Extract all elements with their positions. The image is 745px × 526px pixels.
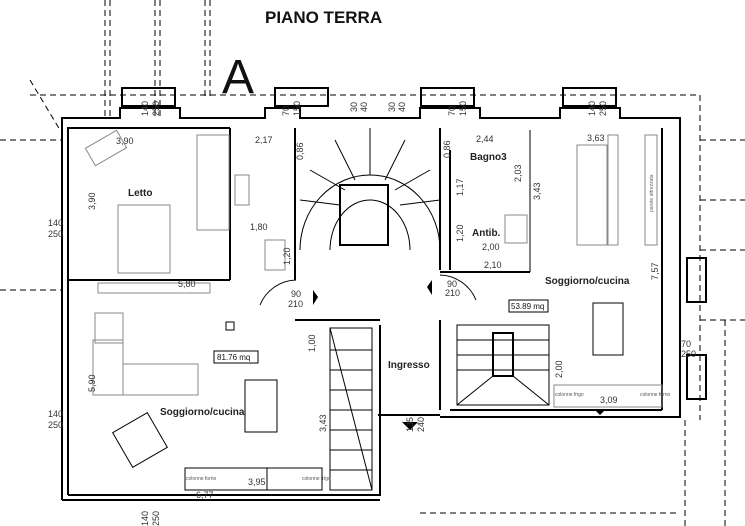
dim: 250	[598, 101, 608, 116]
dim: 250	[48, 229, 63, 239]
area-box-right	[508, 299, 549, 313]
dim: 70	[681, 339, 691, 349]
room-label-soggiorno-left: Soggiorno/cucina	[160, 407, 245, 418]
dim: 7,57	[650, 262, 660, 280]
dim: 3,90	[116, 136, 134, 146]
dim: 1,17	[455, 178, 465, 196]
dim: 70	[447, 106, 457, 116]
room-label-soggiorno-right: Soggiorno/cucina	[545, 276, 630, 287]
dim: 2,17	[255, 135, 273, 145]
kitchen-label: colonne forno	[640, 392, 671, 398]
dim: 140	[48, 409, 63, 419]
furniture	[84, 129, 663, 491]
kitchen-label: colonne frigo	[555, 392, 584, 398]
parete-attrezzata-label: parete attrezzata	[649, 174, 655, 212]
window-markers	[121, 87, 707, 400]
area-box-left	[213, 350, 259, 364]
dim: 250	[151, 101, 161, 116]
kitchen-label: colonne forno	[186, 476, 217, 482]
area-left: 81.76 mq	[217, 353, 250, 362]
dim: 210	[445, 288, 460, 298]
dim: 40	[359, 102, 369, 112]
dim: 3,43	[318, 414, 328, 432]
room-label-letto: Letto	[128, 188, 152, 199]
dim: 2,03	[513, 164, 523, 182]
dim: 40	[397, 102, 407, 112]
room-label-ingresso: Ingresso	[388, 360, 430, 371]
dim: 70	[281, 106, 291, 116]
dim: 1,00	[307, 334, 317, 352]
area-right: 53.89 mq	[511, 302, 544, 311]
dim: 90	[447, 279, 457, 289]
dim: 1,20	[282, 247, 292, 265]
dim: 2,44	[476, 134, 494, 144]
dim: 140	[140, 101, 150, 116]
dim: 135	[405, 417, 415, 432]
dim: 3,95	[248, 477, 266, 487]
door-swings	[259, 274, 605, 430]
plan-title: PIANO TERRA	[265, 8, 382, 27]
dim: 30	[387, 102, 397, 112]
spiral-staircase	[299, 128, 441, 251]
dim: 150	[458, 101, 468, 116]
section-letter: A	[222, 51, 254, 104]
dim: 140	[587, 101, 597, 116]
dim: 2,00	[482, 242, 500, 252]
left-staircase	[329, 327, 373, 491]
room-label-bagno3: Bagno3	[470, 152, 507, 163]
dim: 90	[291, 289, 301, 299]
dim: 0,86	[442, 140, 452, 158]
dim: 250	[48, 420, 63, 430]
interior-walls	[68, 128, 531, 416]
dim: 1,80	[250, 222, 268, 232]
dim: 250	[151, 511, 161, 526]
dim: 3,43	[532, 182, 542, 200]
dim: 3,90	[87, 192, 97, 210]
dim: 140	[140, 511, 150, 526]
dim: 6,77	[196, 490, 214, 500]
dim: 150	[292, 101, 302, 116]
room-label-antib: Antib.	[472, 228, 501, 239]
kitchen-label: colonne frigo	[302, 476, 331, 482]
dim: 3,09	[600, 395, 618, 405]
dim: 240	[416, 417, 426, 432]
dim: 3,63	[587, 133, 605, 143]
dim: 2,00	[554, 360, 564, 378]
dim: 210	[288, 299, 303, 309]
dim: 0,86	[295, 142, 305, 160]
dim: 140	[48, 218, 63, 228]
exterior-walls	[61, 107, 681, 501]
dim: 1,20	[455, 224, 465, 242]
dim: 30	[349, 102, 359, 112]
dim: 250	[681, 349, 696, 359]
dim: 5,80	[178, 279, 196, 289]
dim: 5,90	[87, 374, 97, 392]
right-staircase	[456, 324, 550, 406]
dim: 2,10	[484, 260, 502, 270]
dimension-labels: 3,90 3,90 2,17 0,86 1,80 1,20 5,80 90 21…	[48, 101, 696, 526]
